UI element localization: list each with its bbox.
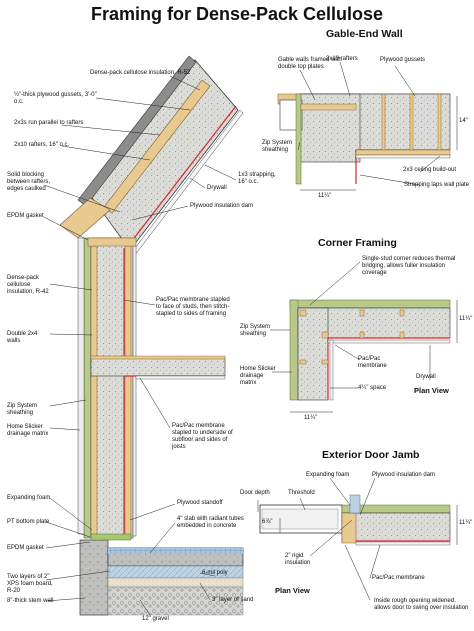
- label-poly: 6-mil poly: [202, 570, 228, 576]
- label-pt-plate: PT bottom plate: [7, 519, 50, 525]
- corner-insulation-left: [297, 307, 329, 401]
- label-rough-opening: Inside rough opening widened, allows doo…: [374, 598, 469, 611]
- eave: [59, 197, 111, 239]
- sand-layer: [107, 577, 244, 588]
- label-home-slicker-left: Home Slicker drainage matrix: [7, 424, 49, 437]
- gable-gussets: [381, 93, 442, 151]
- label-membrane-joists: Pac/Pac membrane stapled to underside of…: [172, 423, 233, 450]
- label-cellulose-r52: Dense-pack cellulose insulation, R-52: [90, 70, 191, 76]
- stem-wall: [79, 539, 109, 616]
- label-gable-walls: Gable walls framed with double top plate…: [278, 57, 342, 70]
- gable-zip: [295, 93, 302, 185]
- label-plywood-dam: Plywood insulation dam: [190, 203, 254, 209]
- label-door-foam: Expanding foam: [306, 472, 350, 478]
- label-gable-gussets: Plywood gussets: [380, 57, 426, 63]
- label-ceiling-buildout: 2x3 ceiling build-out: [403, 167, 457, 173]
- wall-drywall: [132, 245, 137, 537]
- door-wall-insulation: [341, 512, 451, 542]
- label-cellulose-r42: Dense-pack cellulose insulation, R-42: [7, 275, 49, 295]
- label-corner-space: 4¼" space: [358, 385, 387, 391]
- dim-door-678: 6⅞": [262, 519, 273, 525]
- door-leaders: [257, 477, 458, 601]
- gable-drywall: [355, 154, 451, 159]
- label-epdm-top: EPDM gasket: [7, 213, 44, 219]
- label-door-dam: Plywood insulation dam: [372, 472, 436, 478]
- top-plates: [87, 237, 137, 247]
- label-2x3s: 2x3s run parallel to rafters: [14, 120, 84, 126]
- siding: [77, 237, 85, 535]
- door-panel: [261, 508, 339, 530]
- outer-studs: [90, 245, 98, 537]
- door-drywall: [355, 541, 451, 546]
- label-corner-membrane: Pac/Pac membrane: [358, 356, 387, 369]
- label-corner-drywall: Drywall: [416, 374, 436, 380]
- gable-leaders: [297, 61, 458, 191]
- floor-system-insulation: [90, 357, 226, 377]
- corner-section-title: Corner Framing: [318, 237, 397, 249]
- roof-membrane: [127, 105, 237, 247]
- label-solid-blocking: Solid blocking between rafters, edges ca…: [7, 172, 51, 192]
- door-jamb: [341, 512, 357, 544]
- corner-drywall-left: [329, 339, 334, 401]
- label-rigid-insulation: 2" rigid insulation: [285, 553, 311, 566]
- corner-drywall-top: [327, 339, 451, 344]
- rafter: [103, 79, 211, 214]
- label-epdm-bottom: EPDM gasket: [7, 545, 44, 551]
- ceiling-buildout: [355, 149, 451, 156]
- corner-plan-view-label: Plan View: [414, 386, 449, 395]
- label-gable-zip: Zip System sheathing: [262, 140, 293, 153]
- corner-zip-left: [289, 299, 299, 401]
- gable-section-title: Gable-End Wall: [326, 28, 403, 40]
- door-section-title: Exterior Door Jamb: [322, 449, 420, 461]
- label-rafters: 2x10 rafters, 16" o.c.: [14, 142, 70, 148]
- label-threshold: Threshold: [288, 490, 315, 496]
- dim-corner-right: 11¼": [459, 316, 473, 322]
- rigid-insulation: [349, 494, 361, 514]
- dim-gable-1114: 11¼": [318, 193, 332, 199]
- label-xps: Two layers of 2" XPS foam board, R-20: [7, 574, 53, 594]
- label-membrane-studs: Pac/Pac membrane stapled to face of stud…: [156, 297, 230, 317]
- dim-door-1114: 11¼": [459, 520, 473, 526]
- pt-bottom-plate: [90, 533, 132, 541]
- ceiling-below: [135, 375, 226, 380]
- label-slab: 4" slab with radiant tubes embedded in c…: [177, 516, 244, 529]
- subfloor: [90, 355, 226, 360]
- label-door-membrane: Pac/Pac membrane: [372, 575, 425, 581]
- gravel-layer: [107, 586, 244, 616]
- radiant-tubes: [108, 548, 243, 554]
- wall-zip-sheathing: [83, 237, 92, 539]
- corner-studs: [299, 309, 405, 365]
- door-plan-view-label: Plan View: [275, 586, 310, 595]
- corner-leaders: [270, 261, 458, 413]
- dim-gable-14: 14": [459, 118, 468, 124]
- label-strapping: 1x3 strapping, 16" o.c.: [238, 172, 276, 185]
- label-gravel: 12" gravel: [142, 616, 169, 622]
- diagram-title: Framing for Dense-Pack Cellulose: [90, 4, 384, 24]
- label-zip-left: Zip System sheathing: [7, 403, 38, 416]
- label-sand: 3" layer of sand: [212, 597, 254, 603]
- corner-zip-top: [289, 299, 451, 309]
- gable-top-plate: [300, 103, 357, 111]
- label-strapping-laps: Strapping laps wall plate: [404, 182, 470, 188]
- label-double-walls: Double 2x4 walls: [7, 331, 38, 344]
- label-gable-rafters: 2x10 rafters: [326, 56, 358, 62]
- inner-studs: [124, 245, 132, 537]
- dim-corner-bottom: 11¼": [304, 415, 318, 421]
- label-corner-slicker: Home Slicker drainage matrix: [240, 366, 276, 386]
- label-door-depth: Door depth: [240, 490, 270, 496]
- label-plywood-standoff: Plywood standoff: [177, 500, 223, 506]
- left-leaders: [43, 75, 237, 616]
- label-expanding-foam-left: Expanding foam: [7, 495, 51, 501]
- label-corner-zip: Zip System sheathing: [240, 324, 271, 337]
- label-single-stud: Single-stud corner reduces thermal bridg…: [362, 256, 456, 276]
- label-plywood-gussets: ½"-thick plywood gussets, 3'-0" o.c.: [14, 92, 97, 105]
- label-drywall-left: Drywall: [207, 185, 227, 191]
- label-stem-wall: 8"-thick stem wall: [7, 598, 54, 604]
